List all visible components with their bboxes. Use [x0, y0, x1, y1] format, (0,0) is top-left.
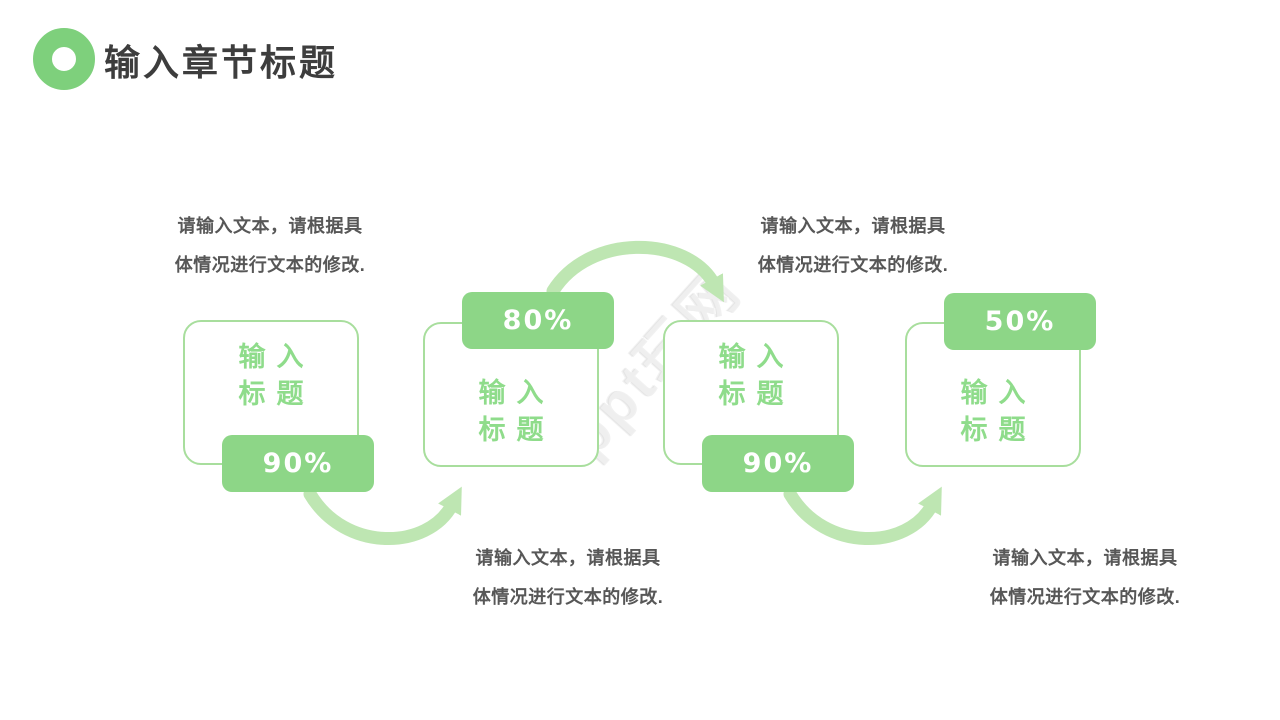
- caption-line: 请输入文本，请根据具: [760, 216, 946, 236]
- step-title-line: 标题: [718, 378, 795, 409]
- caption-line: 请输入文本，请根据具: [177, 216, 363, 236]
- arrow-step2-to-step3: [546, 240, 724, 303]
- arrow-step3-to-step4: [783, 486, 942, 546]
- step-caption-4[interactable]: 请输入文本，请根据具 体情况进行文本的修改.: [980, 539, 1190, 617]
- step-card-1[interactable]: 输入 标题: [183, 320, 359, 465]
- caption-line: 体情况进行文本的修改.: [174, 255, 366, 275]
- percent-badge-1[interactable]: 90%: [222, 435, 374, 492]
- step-title-line: 输入: [478, 377, 555, 408]
- caption-line: 请输入文本，请根据具: [992, 548, 1178, 568]
- arrow-step1-to-step2: [303, 486, 462, 546]
- section-title[interactable]: 输入章节标题: [104, 42, 339, 83]
- caption-line: 体情况进行文本的修改.: [472, 587, 664, 607]
- percent-badge-3[interactable]: 90%: [702, 435, 854, 492]
- step-title-line: 输入: [960, 377, 1037, 408]
- step-title-line: 标题: [960, 414, 1037, 445]
- caption-line: 请输入文本，请根据具: [475, 548, 661, 568]
- step-title-line: 标题: [478, 414, 555, 445]
- percent-badge-2[interactable]: 80%: [462, 292, 614, 349]
- caption-line: 体情况进行文本的修改.: [757, 255, 949, 275]
- step-caption-2[interactable]: 请输入文本，请根据具 体情况进行文本的修改.: [748, 207, 958, 285]
- step-caption-1[interactable]: 请输入文本，请根据具 体情况进行文本的修改.: [165, 207, 375, 285]
- section-marker-ring-icon: [33, 28, 95, 90]
- step-caption-3[interactable]: 请输入文本，请根据具 体情况进行文本的修改.: [463, 539, 673, 617]
- step-title-line: 输入: [238, 341, 315, 372]
- caption-line: 体情况进行文本的修改.: [989, 587, 1181, 607]
- step-title-line: 标题: [238, 378, 315, 409]
- step-title-line: 输入: [718, 341, 795, 372]
- percent-badge-4[interactable]: 50%: [944, 293, 1096, 350]
